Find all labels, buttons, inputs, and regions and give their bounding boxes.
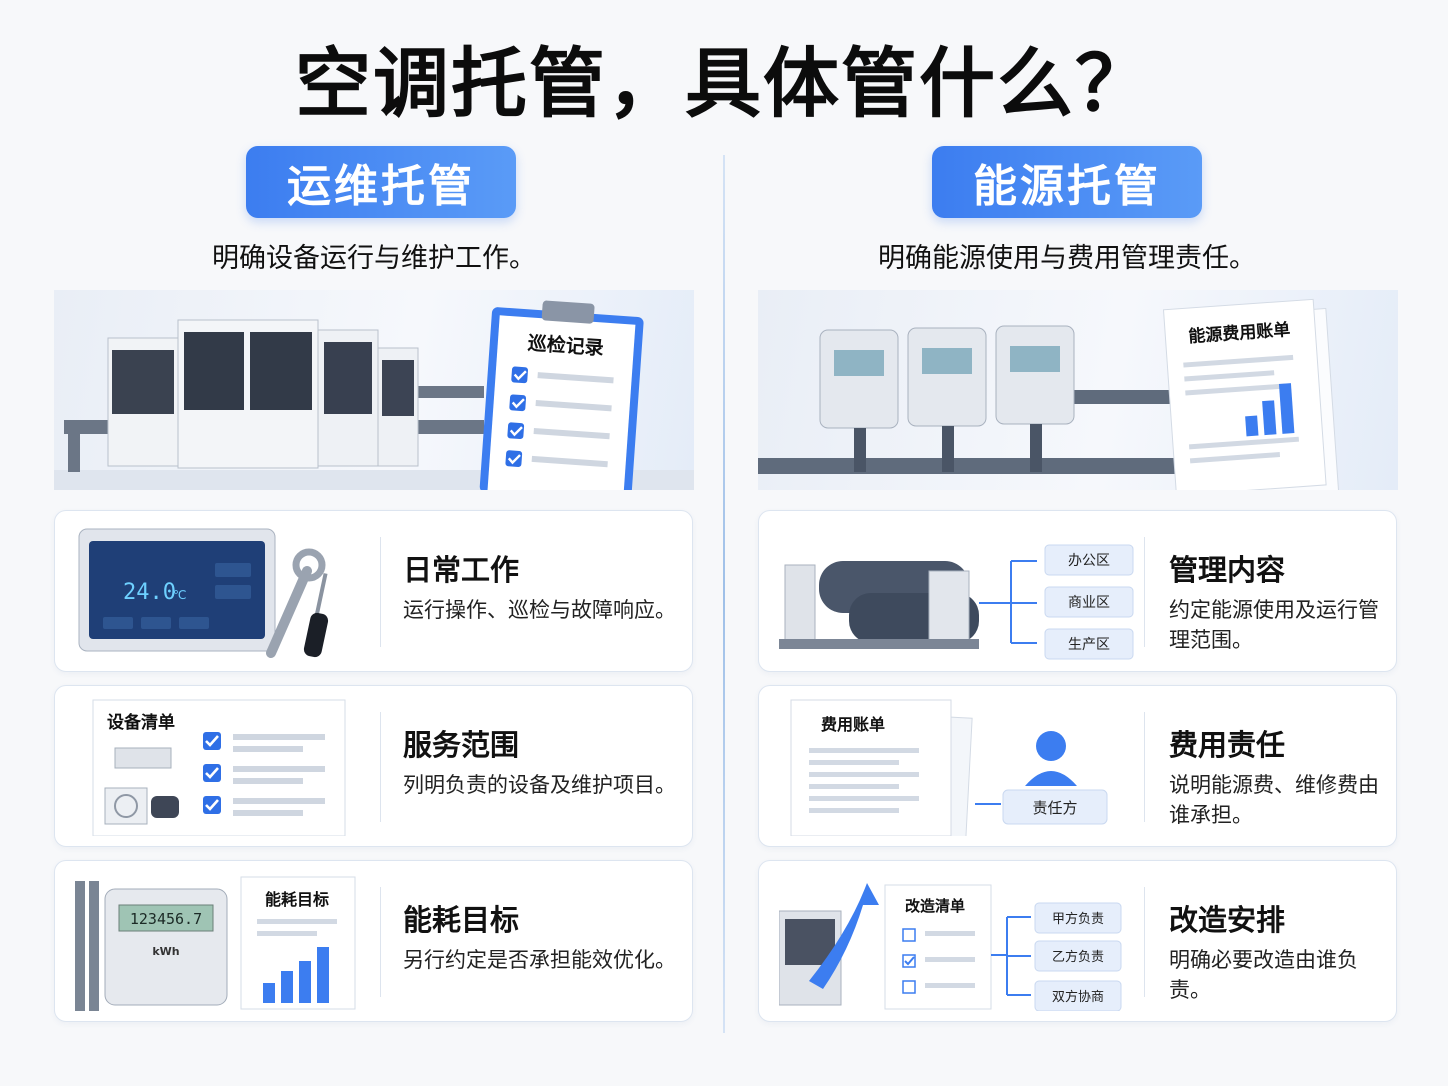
meter-unit: kWh — [152, 945, 179, 958]
card-title: 日常工作 — [403, 553, 520, 587]
zone-production: 生产区 — [1068, 637, 1110, 653]
right-column-badge: 能源托管 — [932, 146, 1202, 218]
left-column-subtitle: 明确设备运行与维护工作。 — [212, 243, 536, 274]
option-party-a: 甲方负责 — [1052, 911, 1104, 927]
screwdriver-icon — [303, 573, 329, 658]
card-text: 列明负责的设备及维护项目。 — [403, 773, 676, 797]
responsible-party-label: 责任方 — [1032, 799, 1077, 817]
cost-bill-title: 费用账单 — [821, 715, 885, 734]
energy-meter-target-icon: 123456.7 kWh 能耗目标 — [75, 876, 356, 1011]
clipboard-title: 巡检记录 — [527, 331, 604, 359]
card-text: 说明能源费、维修费由谁承担。 — [1169, 773, 1379, 827]
card-text: 约定能源使用及运行管理范围。 — [1169, 598, 1379, 652]
person-icon — [1025, 731, 1077, 786]
left-hero-illustration: 巡检记录 — [54, 290, 694, 490]
chiller-unit-icon — [107, 319, 419, 469]
card-title: 能耗目标 — [403, 903, 520, 937]
card-title: 改造安排 — [1169, 903, 1286, 937]
retrofit-plan-icon: 改造清单 甲方负责 乙方负责 双方协商 — [779, 883, 1122, 1011]
chiller-zones-icon: 办公区 商业区 生产区 — [779, 544, 1134, 660]
card-retrofit-plan: 改造清单 甲方负责 乙方负责 双方协商 改造安排 明确必要改造由谁负责。 — [758, 860, 1397, 1022]
meter-reading: 123456.7 — [130, 910, 202, 928]
energy-target-title: 能耗目标 — [265, 890, 329, 909]
card-energy-target: 123456.7 kWh 能耗目标 能耗目标 另行约定是否承担能效优化。 — [54, 860, 693, 1022]
card-cost-responsibility: 费用账单 责任方 费用责任 说明能源费、维修费由谁承担。 — [758, 685, 1397, 847]
card-title: 费用责任 — [1169, 728, 1286, 762]
card-service-scope: 设备清单 服务范围 列明负责的设备及维护项目。 — [54, 685, 693, 847]
retrofit-list-title: 改造清单 — [905, 897, 965, 915]
card-daily-work: 24.0 ℃ 日常工作 运行操作、巡检与故障响应。 — [54, 510, 693, 672]
thermostat-unit: ℃ — [173, 588, 186, 602]
thermostat-temperature: 24.0 — [123, 580, 176, 605]
right-column-subtitle: 明确能源使用与费用管理责任。 — [878, 243, 1256, 274]
page-title: 空调托管，具体管什么？ — [295, 39, 1153, 128]
equipment-list-title: 设备清单 — [107, 712, 175, 733]
card-title: 管理内容 — [1169, 553, 1286, 587]
inspection-clipboard-icon: 巡检记录 — [479, 300, 644, 490]
column-divider — [723, 155, 725, 1033]
right-hero-illustration: 能源费用账单 — [758, 290, 1398, 490]
card-management-content: 办公区 商业区 生产区 管理内容 约定能源使用及运行管理范围。 — [758, 510, 1397, 672]
card-text: 另行约定是否承担能效优化。 — [403, 948, 676, 972]
cost-bill-person-icon: 费用账单 责任方 — [790, 699, 1108, 836]
wrench-icon — [266, 548, 326, 658]
energy-bill-icon: 能源费用账单 — [1162, 298, 1340, 490]
left-column-badge: 运维托管 — [246, 146, 516, 218]
card-title: 服务范围 — [403, 728, 520, 762]
option-both-parties: 双方协商 — [1052, 989, 1104, 1005]
chiller-icon — [779, 561, 979, 649]
zone-office: 办公区 — [1068, 553, 1110, 569]
card-text: 运行操作、巡检与故障响应。 — [403, 598, 676, 622]
option-party-b: 乙方负责 — [1052, 949, 1104, 965]
energy-meter-icon — [819, 325, 1075, 429]
control-panel-tools-icon: 24.0 ℃ — [78, 528, 329, 658]
equipment-list-icon: 设备清单 — [92, 699, 346, 836]
card-text: 明确必要改造由谁负责。 — [1169, 948, 1358, 1002]
bar-chart-icon — [263, 947, 329, 1003]
upward-arrow-icon — [809, 883, 879, 989]
zone-commercial: 商业区 — [1068, 595, 1110, 611]
